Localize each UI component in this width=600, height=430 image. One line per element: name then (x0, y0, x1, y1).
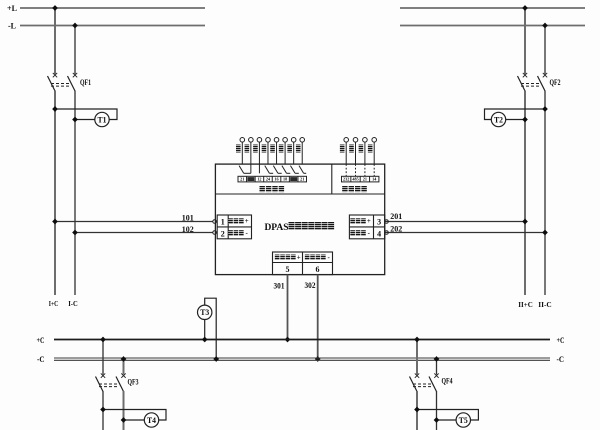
svg-text:21: 21 (363, 177, 367, 182)
svg-text:14: 14 (372, 177, 377, 182)
svg-text:+L: +L (7, 4, 17, 13)
svg-text:T2: T2 (494, 115, 503, 124)
svg-text:QF2: QF2 (550, 78, 561, 87)
svg-text:-: - (328, 254, 331, 261)
svg-text:4: 4 (377, 230, 381, 239)
svg-text:II+C: II+C (518, 300, 533, 309)
svg-text:18: 18 (283, 177, 287, 182)
svg-text:5: 5 (286, 265, 290, 274)
svg-text:+: + (245, 218, 249, 225)
svg-text:102: 102 (182, 224, 194, 234)
svg-text:21: 21 (240, 177, 244, 182)
svg-text:+: + (297, 254, 301, 261)
svg-text:21: 21 (300, 177, 304, 182)
svg-text:301: 301 (274, 281, 285, 291)
svg-text:12: 12 (257, 177, 261, 182)
svg-text:QF3: QF3 (128, 378, 139, 387)
svg-text:-C: -C (37, 355, 45, 364)
svg-text:+C: +C (557, 336, 565, 345)
svg-text:T5: T5 (459, 416, 468, 425)
svg-text:232: 232 (343, 177, 349, 182)
svg-text:2: 2 (221, 230, 225, 239)
svg-text:1: 1 (221, 218, 225, 227)
svg-text:101: 101 (182, 212, 194, 222)
svg-text:-: - (246, 230, 249, 237)
svg-text:DPAS: DPAS (264, 223, 288, 233)
svg-text:I-C: I-C (68, 299, 78, 308)
svg-text:202: 202 (390, 223, 402, 233)
svg-text:6: 6 (316, 265, 320, 274)
svg-text:-C: -C (557, 355, 565, 364)
svg-text:II-C: II-C (538, 300, 552, 309)
svg-text:+C: +C (37, 336, 45, 345)
svg-text:302: 302 (305, 280, 316, 290)
svg-text:24: 24 (266, 177, 271, 182)
svg-text:16: 16 (274, 177, 278, 182)
svg-text:+: + (367, 218, 371, 225)
svg-text:485: 485 (352, 177, 358, 182)
svg-text:T1: T1 (98, 115, 107, 124)
svg-text:I+C: I+C (49, 299, 59, 308)
svg-text:201: 201 (390, 211, 402, 221)
svg-text:-L: -L (8, 22, 16, 31)
svg-text:T3: T3 (200, 308, 209, 317)
svg-text:QF1: QF1 (80, 78, 91, 87)
svg-text:3: 3 (377, 218, 381, 227)
svg-text:QF4: QF4 (442, 377, 453, 386)
svg-text:-: - (368, 230, 371, 237)
svg-text:T4: T4 (147, 416, 156, 425)
